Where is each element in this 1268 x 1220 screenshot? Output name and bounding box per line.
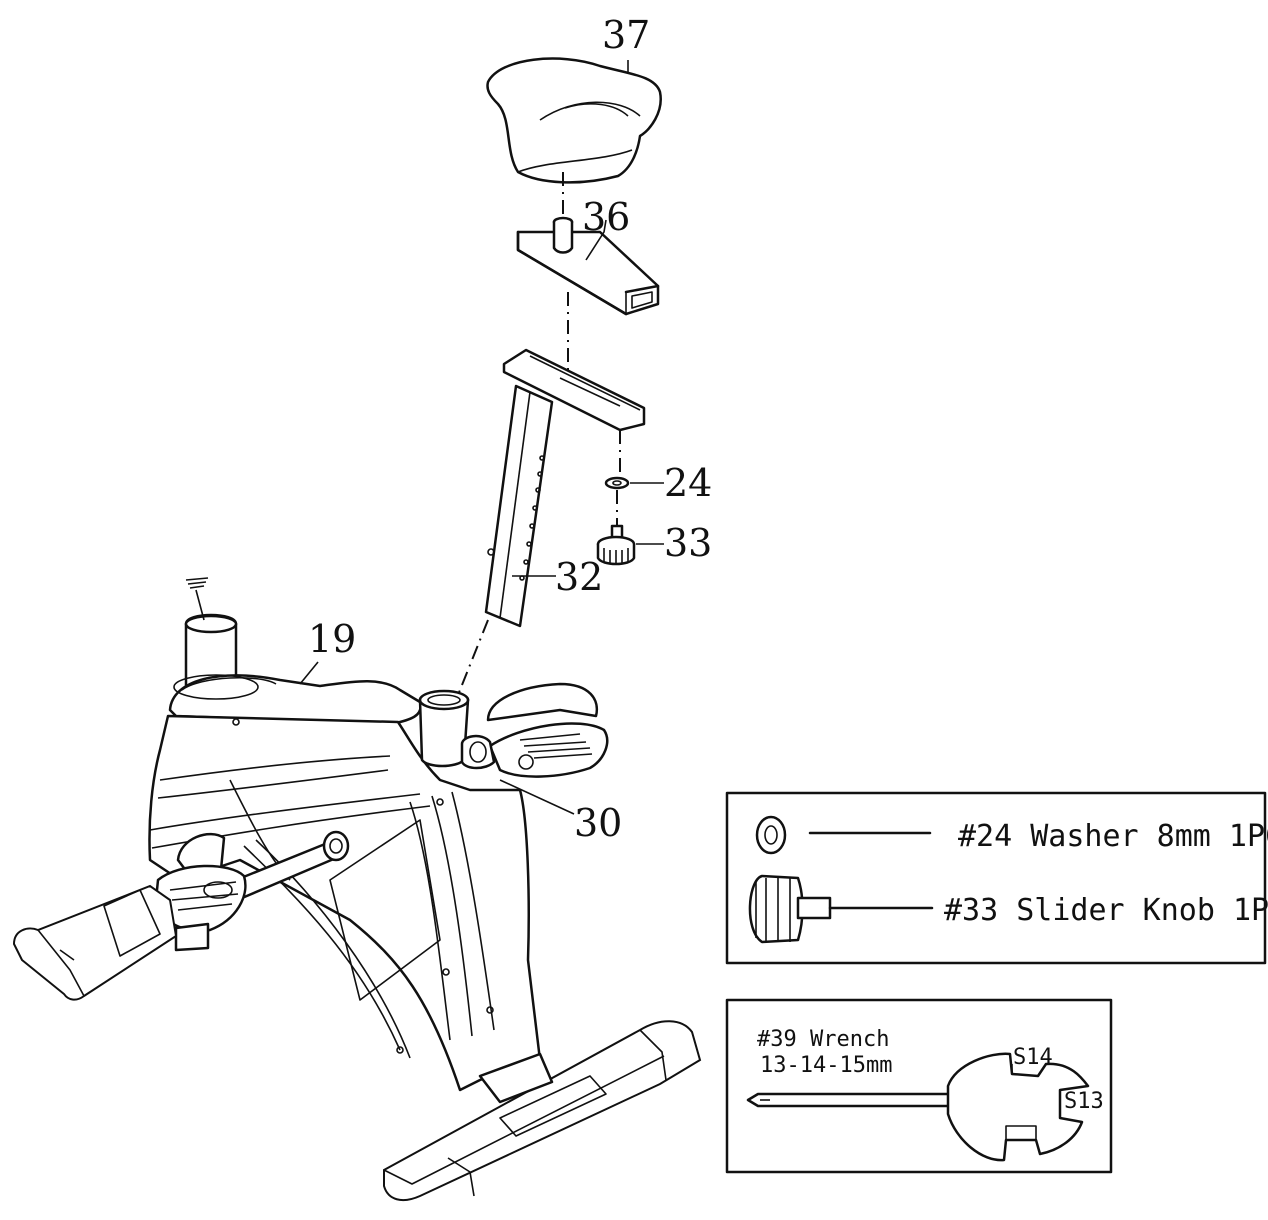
- seat-part-37: [486, 57, 662, 184]
- callout-24: 24: [664, 461, 712, 505]
- wrench-icon: [746, 1052, 1090, 1162]
- tool-inset-box: #39 Wrench 13-14-15mm S14 S13: [725, 998, 1113, 1174]
- washer-part-24: [604, 476, 630, 490]
- wrench-title-line1: #39 Wrench: [757, 1027, 889, 1052]
- callout-30: 30: [574, 801, 622, 845]
- callout-37: 37: [602, 13, 650, 57]
- wrench-title-line2: 13-14-15mm: [760, 1053, 892, 1078]
- bike-frame-part-19: [148, 577, 542, 1092]
- slider-knob-part-33: [596, 524, 636, 566]
- callout-36: 36: [582, 195, 630, 239]
- pedal-left: [154, 832, 247, 952]
- socket-label-a: S14: [1013, 1045, 1053, 1070]
- stabilizer-front: [12, 884, 178, 1001]
- washer-icon: [755, 815, 787, 855]
- stabilizer-rear: [383, 1020, 702, 1202]
- washer-label: #24 Washer 8mm 1PC: [958, 819, 1268, 854]
- seat-slider-part-36: [516, 216, 660, 316]
- seat-post-part-32: [484, 348, 646, 628]
- leader-30: [499, 779, 575, 815]
- callout-32: 32: [555, 555, 603, 599]
- leader-19: [299, 661, 319, 685]
- callout-33: 33: [664, 521, 712, 565]
- hardware-inset-box: #24 Washer 8mm 1PC #33 Slider Knob 1PC: [725, 791, 1268, 965]
- pedal-right: [460, 682, 609, 778]
- socket-label-b: S13: [1064, 1089, 1104, 1114]
- callout-19: 19: [308, 617, 356, 661]
- slider-knob-icon: [748, 874, 832, 944]
- knob-label: #33 Slider Knob 1PC: [944, 893, 1268, 928]
- leader-36: [585, 219, 607, 261]
